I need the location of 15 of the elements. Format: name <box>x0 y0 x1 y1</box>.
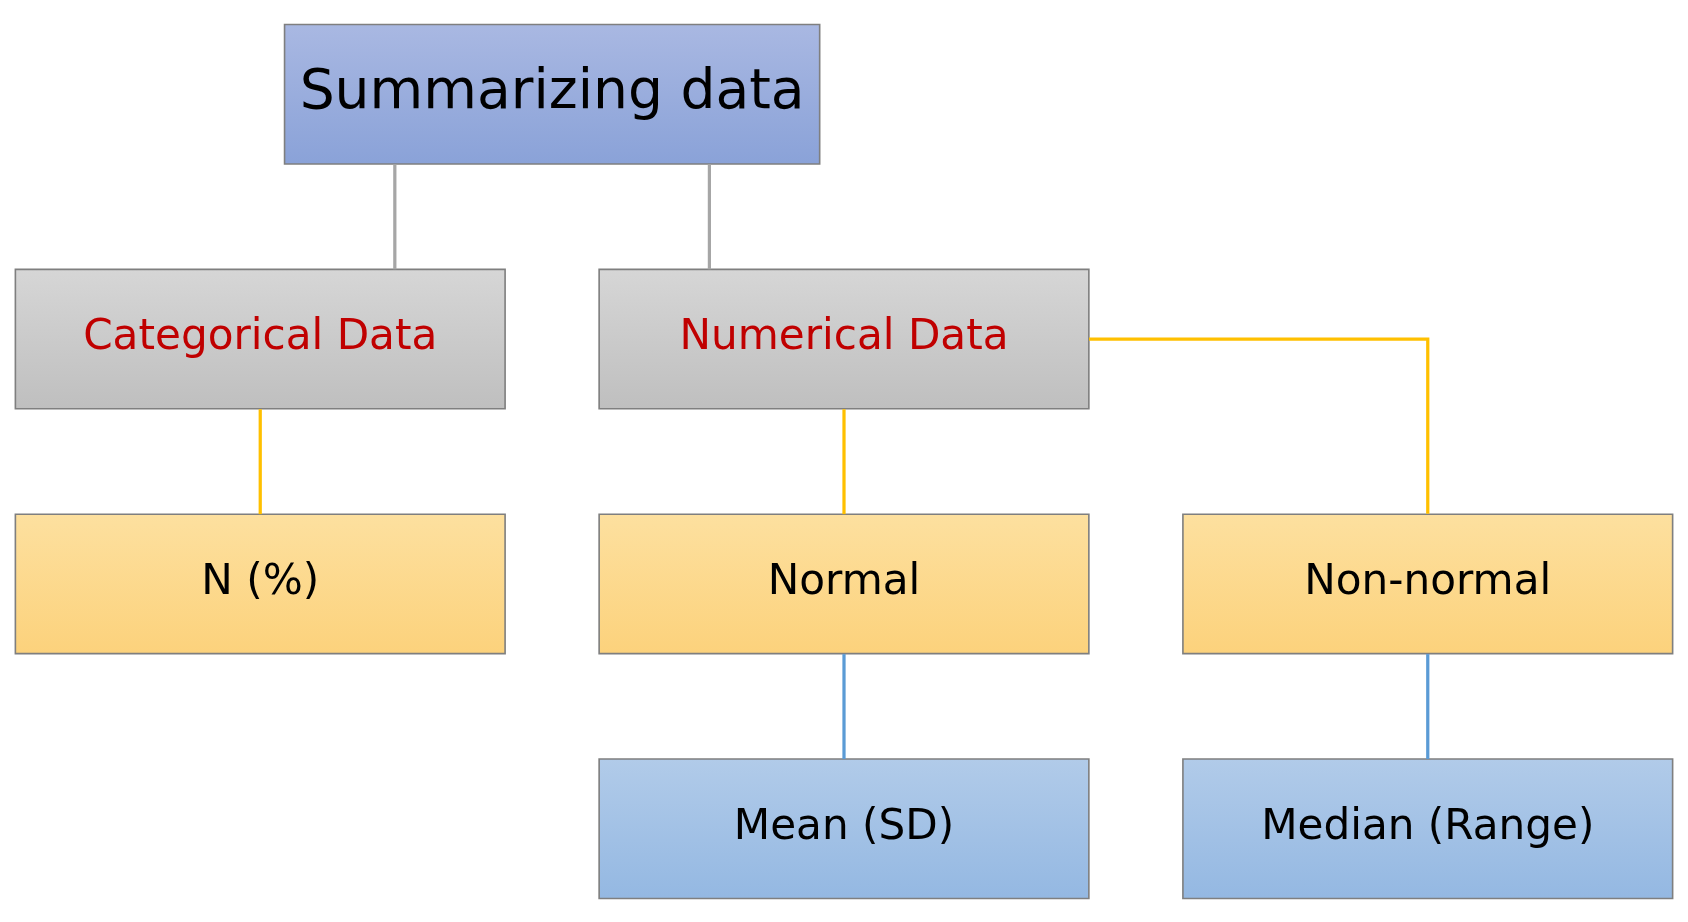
node-box: Summarizing data <box>283 23 821 165</box>
connector <box>1089 336 1430 514</box>
node-box: Numerical Data <box>598 268 1090 410</box>
node-box: Mean (SD) <box>598 757 1090 899</box>
node-box: N (%) <box>14 512 506 654</box>
connector <box>707 163 712 269</box>
node-box: Non-normal <box>1182 512 1674 654</box>
connector <box>393 163 397 269</box>
connector <box>258 408 262 514</box>
node-box: Median (Range) <box>1182 757 1674 899</box>
connector <box>842 408 846 514</box>
node-box: Categorical Data <box>14 268 506 410</box>
connector <box>1426 653 1430 759</box>
connector <box>842 653 846 759</box>
node-box: Normal <box>598 512 1090 654</box>
